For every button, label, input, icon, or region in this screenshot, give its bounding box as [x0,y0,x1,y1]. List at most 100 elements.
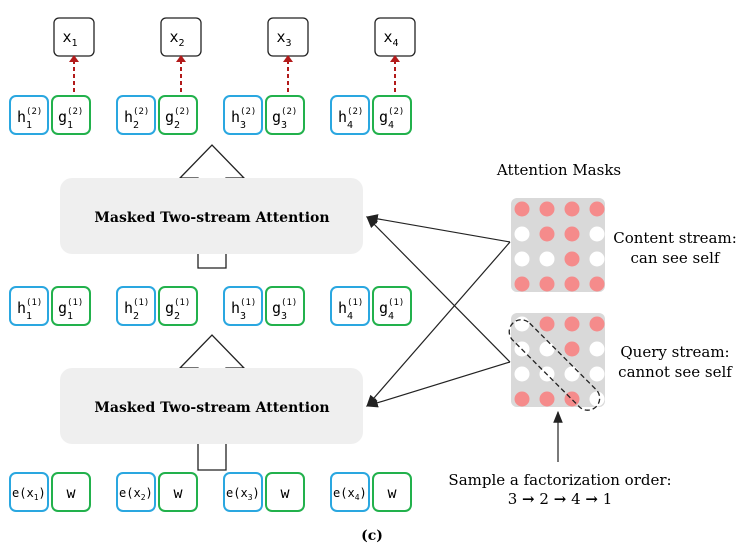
svg-text:e(x2): e(x2) [119,486,153,502]
mask-dot-on [589,276,605,292]
svg-text:w: w [173,484,183,502]
input-pair-1: e(x1) w [9,472,91,512]
layer1-pair-3: h(1) 3 g(1) 3 [223,286,305,326]
mask-dot-off [589,251,605,267]
svg-text:cannot see self: cannot see self [618,363,733,381]
svg-text:e(x3): e(x3) [226,486,260,502]
sample-order-label: Sample a factorization order: 3 → 2 → 4 … [448,471,671,508]
svg-text:g(2): g(2) [272,107,297,126]
layer1-pair-2: h(1) 2 g(1) 2 [116,286,198,326]
output-label: x [62,28,71,46]
layer1-row: h(1) 1 g(1) 1 h(1) 2 g(1) 2 h(1) 3 g(1) … [9,286,412,326]
mask-arrows [365,214,511,408]
input-pair-3: e(x3) w [223,472,305,512]
svg-text:Query stream:: Query stream: [620,343,729,361]
svg-text:1: 1 [26,120,32,131]
svg-text:Sample a factorization order:: Sample a factorization order: [448,471,671,489]
mask-dot-on [589,316,605,332]
mask-dot-on [564,201,580,217]
svg-text:h(2): h(2) [17,107,42,126]
output-box-4: x4 [374,17,416,57]
svg-text:2: 2 [174,120,180,131]
svg-text:h(1): h(1) [124,298,149,317]
svg-text:h(1): h(1) [338,298,363,317]
attention-block-top: Masked Two-stream Attention [60,178,363,254]
prediction-arrows [73,60,396,92]
mask-dot-on [539,201,555,217]
mask-dot-on [539,226,555,242]
mask-dot-on [589,201,605,217]
svg-text:e(x4): e(x4) [333,486,367,502]
layer1-pair-4: h(1) 4 g(1) 4 [330,286,412,326]
output-box-1: x1 [53,17,95,57]
mask-dot-off [589,391,605,407]
layer2-pair-1: h(2) 1 g(2) 1 [9,95,91,135]
attention-block-bottom: Masked Two-stream Attention [60,368,363,444]
svg-text:h(2): h(2) [338,107,363,126]
layer2-pair-2: h(2) 2 g(2) 2 [116,95,198,135]
svg-text:x1: x1 [62,28,77,49]
layer2-pair-4: h(2) 4 g(2) 4 [330,95,412,135]
mask-dot-on [514,201,530,217]
svg-text:3: 3 [281,311,287,322]
output-box-2: x2 [160,17,202,57]
svg-text:3 → 2 →: 3 → 2 → 4 → 1 [508,490,613,508]
mask-dot-on [564,316,580,332]
mask-dot-off [589,366,605,382]
attention-masks-title: Attention Masks [496,161,621,179]
svg-text:4: 4 [388,120,394,131]
svg-text:w: w [280,484,290,502]
mask-dot-on [539,276,555,292]
svg-text:e(x1): e(x1) [12,486,46,502]
mask-dot-off [539,341,555,357]
svg-text:g(2): g(2) [165,107,190,126]
svg-text:h(2): h(2) [124,107,149,126]
content-mask [511,198,605,292]
mask-dot-on [564,226,580,242]
svg-text:x4: x4 [383,28,398,49]
mask-dot-off [514,251,530,267]
svg-text:Masked Two-stream Attention: Masked Two-stream Attention [94,210,329,226]
svg-text:2: 2 [133,311,139,322]
mask-dot-off [589,341,605,357]
layer2-row: h(2) 1 g(2) 1 h(2) 2 g(2) 2 h(2) 3 g(2) … [9,95,412,135]
query-stream-label: Query stream: cannot see self [618,343,733,381]
input-pair-4: e(x4) w [330,472,412,512]
svg-text:4: 4 [388,311,394,322]
svg-text:2: 2 [174,311,180,322]
figure-caption: (c) [361,528,383,544]
mask-dot-off [589,226,605,242]
svg-text:4: 4 [347,311,353,322]
svg-text:x3: x3 [276,28,291,49]
mask-dot-on [564,251,580,267]
mask-dot-on [539,316,555,332]
svg-text:Content stream:: Content stream: [613,229,737,247]
output-row: x1 x2 x3 x4 [53,17,416,57]
svg-text:w: w [66,484,76,502]
svg-text:1: 1 [26,311,32,322]
svg-text:x2: x2 [169,28,184,49]
svg-text:h(1): h(1) [231,298,256,317]
svg-text:Masked Two-stream Attention: Masked Two-stream Attention [94,400,329,416]
layer1-pair-1: h(1) 1 g(1) 1 [9,286,91,326]
mask-dot-on [539,391,555,407]
mask-dot-off [539,251,555,267]
svg-text:1: 1 [67,120,73,131]
svg-text:g(1): g(1) [272,298,297,317]
input-row: e(x1) w e(x2) w e(x3) w e(x4) w [9,472,412,512]
mask-dot-on [564,276,580,292]
mask-dot-on [514,276,530,292]
mask-dot-off [564,366,580,382]
svg-text:3: 3 [240,311,246,322]
svg-text:g(2): g(2) [379,107,404,126]
mask-dot-off [514,226,530,242]
mask-dot-off [514,366,530,382]
layer2-pair-3: h(2) 3 g(2) 3 [223,95,305,135]
svg-text:2: 2 [133,120,139,131]
svg-text:h(2): h(2) [231,107,256,126]
svg-text:g(1): g(1) [165,298,190,317]
svg-text:4: 4 [347,120,353,131]
mask-dot-on [564,341,580,357]
svg-text:1: 1 [67,311,73,322]
svg-text:w: w [387,484,397,502]
